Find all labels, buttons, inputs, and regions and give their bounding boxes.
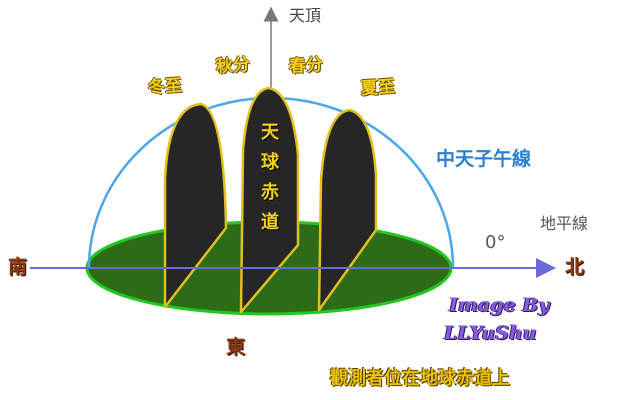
winter-solstice-arc	[163, 102, 228, 309]
celestial-equator-arc	[239, 86, 300, 314]
south-label: 南	[8, 256, 28, 278]
autumn-equinox-label: 秋分	[215, 54, 251, 78]
celestial-equator-char-2: 球	[261, 152, 279, 173]
celestial-equator-label: 天 球 赤 道	[259, 118, 281, 238]
spring-equinox-label: 春分	[288, 54, 324, 78]
celestial-equator-char-4: 道	[261, 212, 279, 233]
zenith-label: 天頂	[289, 6, 322, 25]
zero-degree-label: 0°	[485, 232, 506, 253]
credit-line-2: LLYuShu	[444, 322, 537, 344]
observer-note: 觀測者位在地球赤道上	[330, 368, 510, 389]
credit-line-1: Image By	[449, 294, 550, 316]
summer-solstice-label: 夏至	[360, 76, 396, 100]
meridian-label: 中天子午線	[436, 148, 532, 170]
horizon-label: 地平線	[540, 214, 589, 233]
celestial-equator-char-3: 赤	[261, 182, 279, 203]
summer-solstice-arc	[317, 108, 378, 312]
celestial-equator-char-1: 天	[261, 122, 279, 143]
east-label: 東	[226, 336, 246, 358]
winter-solstice-label: 冬至	[147, 75, 183, 99]
north-label: 北	[565, 256, 585, 278]
